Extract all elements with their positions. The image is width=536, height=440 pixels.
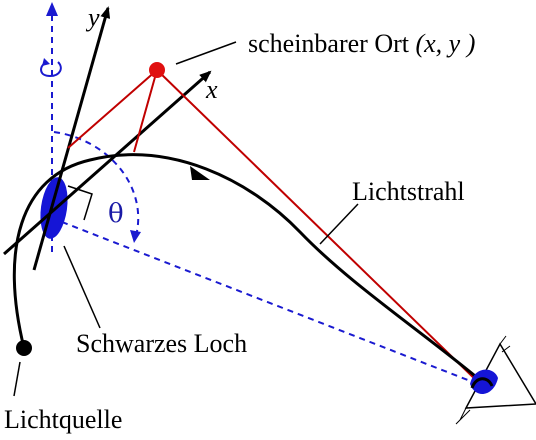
apparent-position-cone [67, 67, 159, 153]
apparent-position-label: scheinbarer Ort (x, y ) [248, 29, 475, 58]
light-ray-path [12, 153, 481, 382]
x-axis [3, 70, 212, 256]
x-axis-label: x [205, 75, 218, 104]
light-source-label: Lichtquelle [4, 405, 122, 434]
observer-sightline-dashed [61, 221, 479, 385]
black-hole-leader [63, 245, 101, 329]
apparent-position-leader [175, 41, 237, 65]
theta-label: θ [108, 199, 124, 229]
theta-angle-arc [53, 131, 140, 237]
apparent-ray-to-observer [156, 69, 481, 385]
apparent-position-dot [149, 62, 165, 78]
light-source-leader [13, 361, 21, 397]
theta-arc-arrowhead [130, 230, 141, 243]
apparent-position-coords: (x, y ) [415, 29, 475, 58]
rotation-arrow-icon [40, 58, 62, 78]
light-source-dot [16, 340, 32, 356]
light-ray-leader [319, 203, 359, 245]
light-ray-label: Lichtstrahl [352, 177, 465, 206]
light-ray-direction-arrow [190, 166, 210, 180]
y-axis [32, 6, 111, 271]
eye-icon [455, 335, 536, 425]
apparent-position-text: scheinbarer Ort [248, 29, 415, 58]
y-axis-label: y [85, 3, 100, 32]
rotation-axis-arrowhead [46, 2, 58, 16]
black-hole-label: Schwarzes Loch [76, 329, 247, 358]
right-angle-marker [67, 185, 93, 221]
